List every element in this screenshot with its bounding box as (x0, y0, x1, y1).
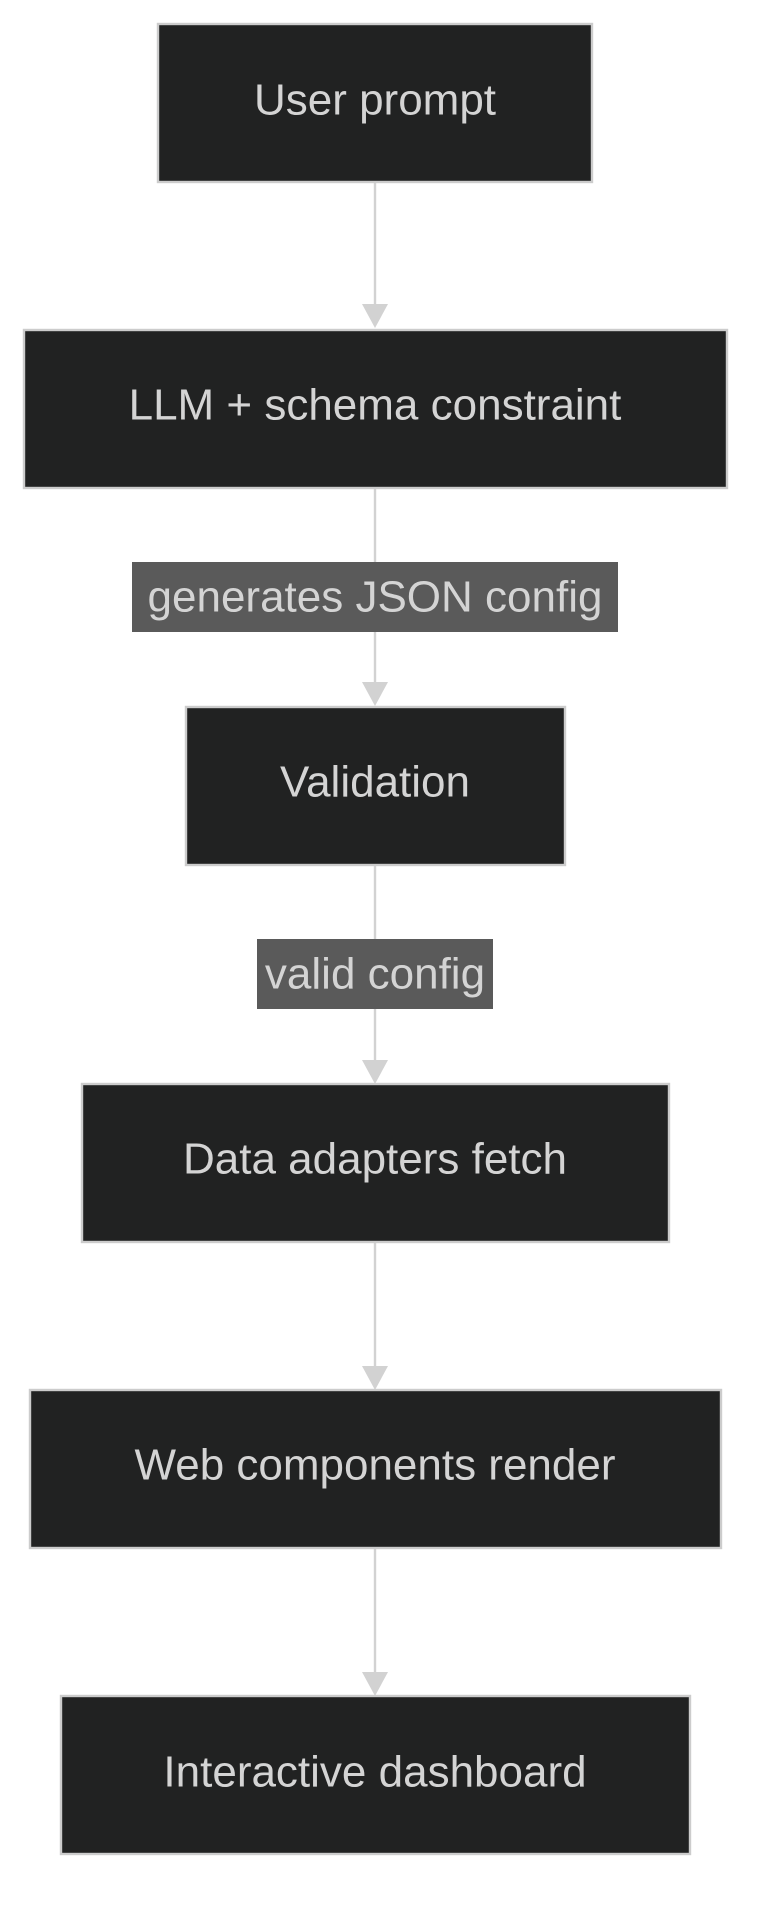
arrowhead-icon (362, 1672, 388, 1696)
arrowhead-icon (362, 1060, 388, 1084)
node-data-adapters-fetch: Data adapters fetch (80, 1082, 671, 1244)
edge-label-valid-config: valid config (265, 950, 485, 999)
node-interactive-dashboard: Interactive dashboard (59, 1694, 692, 1856)
node-user-prompt: User prompt (156, 22, 594, 184)
node-llm-schema-constraint: LLM + schema constraint (22, 328, 729, 490)
node-label: Interactive dashboard (163, 1748, 586, 1797)
node-label: LLM + schema constraint (129, 381, 622, 430)
edge-llm-to-validation: generates JSON config (132, 488, 618, 706)
edge-label-background (257, 939, 493, 1009)
arrowhead-icon (362, 1366, 388, 1390)
node-box (22, 328, 729, 490)
arrowhead-icon (362, 304, 388, 328)
edge-web-components-to-dashboard (362, 1549, 388, 1696)
edge-data-adapters-to-web-components (362, 1243, 388, 1390)
node-label: Web components render (134, 1441, 615, 1490)
node-web-components-render: Web components render (28, 1388, 723, 1550)
edge-label-background (132, 562, 618, 632)
node-box (59, 1694, 692, 1856)
node-box (28, 1388, 723, 1550)
node-box (184, 705, 567, 867)
node-box (156, 22, 594, 184)
node-label: User prompt (254, 76, 496, 125)
edge-user-prompt-to-llm (362, 182, 388, 328)
edge-label-generates-json-config: generates JSON config (148, 573, 603, 622)
node-label: Validation (280, 758, 470, 807)
edge-validation-to-data-adapters: valid config (257, 866, 493, 1084)
arrowhead-icon (362, 682, 388, 706)
node-box (80, 1082, 671, 1244)
node-label: Data adapters fetch (183, 1135, 567, 1184)
node-validation: Validation (184, 705, 567, 867)
